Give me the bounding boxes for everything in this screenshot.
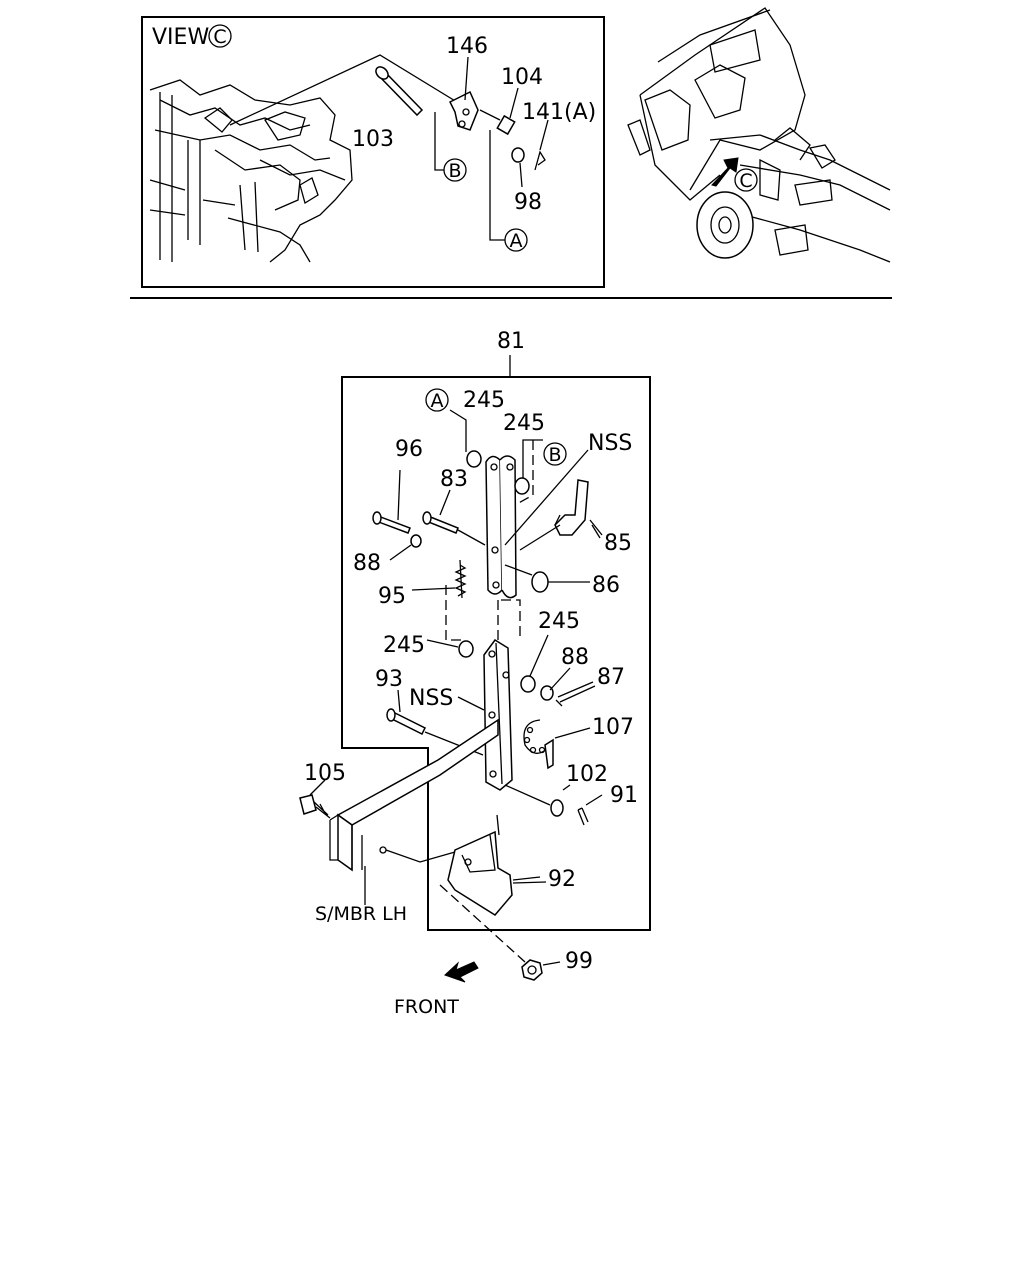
- ref-a-inset: A: [510, 230, 523, 252]
- main-assembly: 81: [299, 329, 651, 1018]
- view-c-marker: C: [213, 26, 226, 48]
- side-member-label: S/MBR LH: [315, 903, 407, 925]
- vehicle-marker: C: [739, 170, 752, 192]
- front-arrow-icon: [444, 961, 479, 983]
- vehicle-sketch: C: [627, 7, 891, 263]
- view-c-title: VIEW: [152, 25, 209, 50]
- spring-95: [454, 559, 467, 599]
- bushing-245-d: [520, 675, 536, 693]
- callout-nss-bottom: NSS: [409, 686, 453, 711]
- pin-96: [372, 511, 411, 534]
- callout-245-c: 245: [383, 633, 425, 658]
- front-wheel: [696, 191, 754, 259]
- lower-link: [483, 638, 513, 791]
- callout-245-b: 245: [503, 411, 545, 436]
- bolt-105: [299, 794, 331, 819]
- chain-107: [523, 719, 554, 770]
- bracket-85: [554, 479, 589, 536]
- callout-146: 146: [446, 34, 488, 59]
- callout-102: 102: [566, 762, 608, 787]
- front-label: FRONT: [394, 996, 459, 1018]
- callout-96: 96: [395, 437, 423, 462]
- callout-98: 98: [514, 190, 542, 215]
- nut-99: [521, 959, 543, 981]
- ref-b-inset: B: [448, 160, 461, 182]
- washer-88-upper: [410, 534, 422, 548]
- callout-95: 95: [378, 584, 406, 609]
- bushing-245-c: [458, 640, 474, 658]
- callout-87: 87: [597, 665, 625, 690]
- callout-81: 81: [497, 329, 525, 354]
- callout-141a: 141(A): [522, 100, 596, 125]
- upper-link: [485, 455, 517, 599]
- callout-88-upper: 88: [353, 551, 381, 576]
- clip-141: [534, 150, 546, 171]
- pin-103: [375, 66, 424, 117]
- callout-93: 93: [375, 667, 403, 692]
- cotter-pin-87: [555, 681, 596, 707]
- callout-107: 107: [592, 715, 634, 740]
- view-arrow: [711, 157, 739, 187]
- callout-92: 92: [548, 867, 576, 892]
- pin-93: [386, 708, 427, 736]
- assembly-81-frame: [341, 376, 651, 931]
- callout-85: 85: [604, 531, 632, 556]
- washer-102: [550, 799, 564, 817]
- cab-mount-sketch: [149, 79, 353, 263]
- cotter-pin-91: [577, 807, 589, 826]
- view-c-inset: VIEW C: [141, 16, 605, 288]
- view-c-frame: [141, 16, 605, 288]
- view-c-marker-circle: [208, 24, 232, 48]
- pin-83: [422, 511, 459, 534]
- snap-ring-86: [531, 571, 549, 593]
- callout-91: 91: [610, 783, 638, 808]
- callout-103: 103: [352, 127, 394, 152]
- bracket-92: [447, 830, 513, 916]
- callout-245-d: 245: [538, 609, 580, 634]
- callout-99: 99: [565, 949, 593, 974]
- view-c-leader-top: [229, 54, 471, 126]
- callout-nss-top: NSS: [588, 431, 632, 456]
- ref-b-assembly: B: [548, 444, 561, 466]
- bolt-104: [479, 109, 516, 136]
- callout-105: 105: [304, 761, 346, 786]
- callout-245-a: 245: [463, 388, 505, 413]
- bushing-245-a: [466, 450, 482, 468]
- callout-83: 83: [440, 467, 468, 492]
- bracket-146: [448, 90, 479, 131]
- callout-86: 86: [592, 573, 620, 598]
- side-member-lh: [329, 718, 499, 872]
- callout-88-lower: 88: [561, 645, 589, 670]
- callout-104: 104: [501, 65, 543, 90]
- bushing-245-b: [514, 477, 530, 495]
- washer-98: [511, 147, 525, 163]
- ref-a-assembly: A: [431, 390, 444, 412]
